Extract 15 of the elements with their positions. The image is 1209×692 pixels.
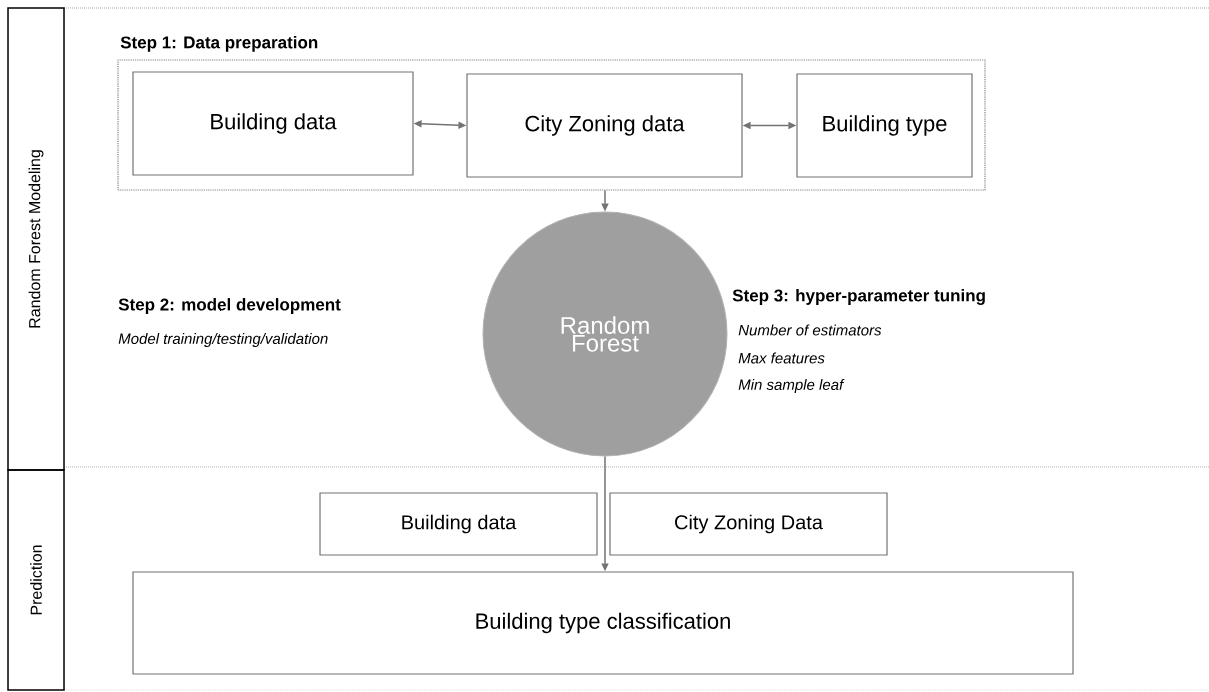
lane-label: Prediction	[7, 469, 65, 691]
step-heading: Step 3: hyper-parameter tuning	[732, 289, 985, 305]
step-heading: Step 2: model development	[118, 298, 341, 314]
step-note: Max features	[738, 352, 825, 364]
process-box: City Zoning Data	[609, 492, 888, 556]
process-box: City Zoning data	[466, 73, 743, 178]
process-box: Building type	[796, 73, 973, 178]
step-note: Number of estimators	[738, 324, 882, 336]
process-box: Building data	[132, 71, 414, 176]
step-note: Model training/testing/validation	[118, 333, 328, 347]
node-label: Step 1: Data preparation	[120, 35, 318, 52]
process-box: Building data	[319, 492, 598, 556]
step-note: Min sample leaf	[738, 379, 845, 393]
lane-label: Random Forest Modeling	[7, 7, 65, 471]
process-box: Building type classification	[132, 571, 1074, 675]
